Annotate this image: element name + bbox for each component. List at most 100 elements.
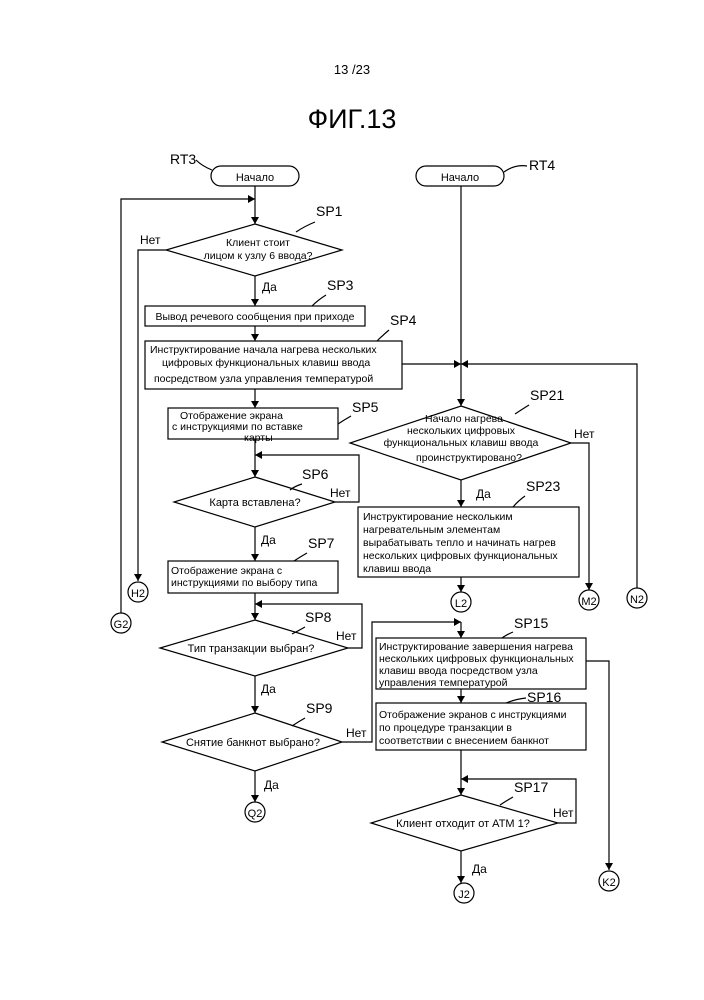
sp23-text-5: клавиш ввода	[363, 563, 431, 575]
sp4-id: SP4	[390, 312, 417, 328]
page-number: 13 /23	[334, 62, 370, 77]
flow-line	[138, 250, 166, 581]
sp1-id: SP1	[316, 203, 343, 219]
arrow-head	[255, 451, 262, 459]
sp8-id: SP8	[305, 609, 332, 625]
arrow-head	[251, 470, 259, 477]
sp1-leader	[296, 222, 315, 232]
arrow-head	[454, 360, 461, 368]
sp5-leader	[338, 416, 351, 424]
sp8-yes: Да	[261, 682, 276, 696]
sp23-text-2: нагревательным элементам	[363, 524, 500, 536]
sp4-text-2: цифровых функциональных клавиш ввода	[162, 357, 370, 369]
sp6-id: SP6	[302, 466, 329, 482]
sp15-text-4: управления температурой	[379, 677, 508, 689]
sp1-text-2: лицом к узлу 6 ввода?	[204, 250, 313, 262]
sp16-id: SP16	[527, 689, 561, 705]
connector-j2-label: J2	[458, 889, 470, 901]
sp17-id: SP17	[514, 779, 548, 795]
sp23-text-1: Инструктирование нескольким	[363, 511, 513, 523]
sp7-text-1: Отображение экрана с	[171, 565, 282, 577]
start-label-left: Начало	[236, 172, 274, 184]
sp21-id: SP21	[530, 387, 564, 403]
sp15-text-1: Инструктирование завершения нагрева	[379, 641, 573, 653]
rt3-label: RT3	[170, 151, 196, 167]
sp5-text-2: с инструкциями по вставке	[172, 421, 303, 433]
sp1-yes: Да	[262, 280, 277, 294]
sp16-text-2: по процедуре транзакции в	[379, 722, 512, 734]
arrow-head	[251, 554, 259, 561]
arrow-head	[457, 631, 465, 638]
sp4-text-3: посредством узла управления температурой	[154, 373, 373, 385]
sp17-no: Нет	[553, 806, 574, 820]
arrow-head	[457, 788, 465, 795]
arrow-head	[454, 618, 461, 626]
arrow-head	[457, 500, 465, 507]
sp9-leader	[292, 718, 305, 726]
sp7-leader	[294, 553, 307, 561]
sp23-id: SP23	[526, 478, 560, 494]
arrow-head	[251, 401, 259, 408]
arrow-head	[251, 334, 259, 341]
sp15-id: SP15	[514, 615, 548, 631]
sp21-text-1: Начало нагрева	[425, 413, 503, 425]
figure-title: ФИГ.13	[308, 104, 397, 134]
connector-l2-label: L2	[455, 598, 467, 610]
sp16-text-1: Отображение экранов с инструкциями	[379, 709, 567, 721]
sp1-no: Нет	[140, 233, 161, 247]
arrow-head	[251, 613, 259, 620]
connector-m2-label: M2	[581, 596, 596, 608]
rt4-label: RT4	[529, 157, 555, 173]
sp3-leader	[312, 295, 326, 306]
start-label-right: Начало	[441, 172, 479, 184]
sp8-no: Нет	[336, 629, 357, 643]
sp9-no: Нет	[346, 726, 367, 740]
sp3-id: SP3	[327, 277, 354, 293]
connector-q2-label: Q2	[248, 808, 263, 820]
sp4-leader	[377, 330, 389, 341]
rt3-leader	[196, 160, 212, 170]
sp7-text-2: инструкциями по выбору типа	[171, 577, 318, 589]
rt4-leader	[504, 166, 527, 172]
sp21-no: Нет	[574, 427, 595, 441]
sp21-text-4: проинструктировано?	[416, 452, 522, 464]
sp5-text-3: карты	[244, 432, 273, 444]
arrow-head	[251, 706, 259, 713]
sp15-text-3: клавиш ввода посредством узла	[379, 665, 538, 677]
sp21-text-2: нескольких цифровых	[407, 425, 516, 437]
sp21-text-3: функциональных клавиш ввода	[384, 437, 539, 449]
arrow-head	[251, 795, 259, 802]
sp9-yes: Да	[264, 778, 279, 792]
sp23-leader	[513, 496, 525, 507]
sp17-yes: Да	[472, 862, 487, 876]
connector-n2-label: N2	[630, 594, 644, 606]
arrow-head	[457, 585, 465, 592]
flow-line	[586, 661, 609, 870]
arrow-head	[248, 195, 255, 203]
arrow-head	[605, 863, 613, 870]
arrow-head	[461, 775, 468, 783]
sp6-leader	[290, 484, 302, 490]
arrow-head	[255, 600, 262, 608]
sp8-text: Тип транзакции выбран?	[188, 643, 315, 655]
sp17-text: Клиент отходит от ATM 1?	[396, 818, 530, 830]
arrow-head	[134, 574, 142, 581]
sp7-id: SP7	[308, 535, 335, 551]
sp23-text-4: нескольких цифровых функциональных	[363, 550, 558, 562]
sp21-leader	[515, 405, 529, 414]
sp21-yes: Да	[476, 487, 491, 501]
sp6-no: Нет	[330, 486, 351, 500]
arrow-head	[457, 399, 465, 406]
connector-k2-label: K2	[602, 877, 615, 889]
sp3-text: Вывод речевого сообщения при приходе	[155, 311, 354, 323]
sp9-id: SP9	[306, 700, 333, 716]
sp6-text: Карта вставлена?	[209, 497, 300, 509]
connector-g2-label: G2	[114, 619, 129, 631]
sp17-leader	[500, 797, 513, 805]
connector-h2-label: H2	[131, 588, 145, 600]
sp23-text-3: вырабатывать тепло и начинать нагрев	[363, 537, 556, 549]
sp4-text-1: Инструктирование начала нагрева нескольк…	[150, 344, 377, 356]
arrow-head	[251, 299, 259, 306]
arrow-head	[251, 217, 259, 224]
